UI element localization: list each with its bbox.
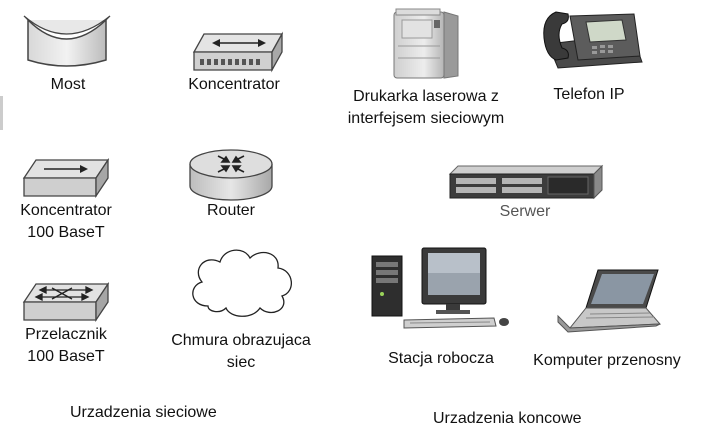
label-drukarka-line1: Drukarka laserowa z	[353, 88, 499, 105]
laptop-icon	[557, 269, 662, 333]
label-drukarka-line2: interfejsem sieciowym	[347, 110, 505, 127]
label-router: Router	[206, 202, 256, 219]
hub-100-icon	[22, 157, 110, 199]
section-label-end: Urzadzenia koncowe	[433, 410, 582, 427]
switch-icon	[22, 281, 110, 323]
label-koncentrator: Koncentrator	[188, 76, 280, 93]
router-icon	[189, 149, 273, 201]
label-telefon: Telefon IP	[553, 86, 625, 103]
workstation-icon	[371, 247, 509, 329]
label-serwer: Serwer	[499, 203, 551, 220]
ip-phone-icon	[543, 11, 643, 69]
section-label-network: Urzadzenia sieciowe	[70, 404, 217, 421]
label-chmura-line1: Chmura obrazujaca	[171, 332, 311, 349]
label-chmura-line2: siec	[226, 354, 256, 371]
left-edge-mark	[0, 96, 3, 130]
bridge-icon	[23, 15, 111, 67]
label-przelacznik-line1: Przelacznik	[25, 326, 107, 343]
label-przelacznik-line2: 100 BaseT	[27, 348, 105, 365]
printer-icon	[393, 8, 459, 79]
server-icon	[448, 164, 604, 200]
label-most: Most	[50, 76, 86, 93]
label-koncentrator-100-line2: 100 BaseT	[27, 224, 105, 241]
label-koncentrator-100-line1: Koncentrator	[20, 202, 112, 219]
label-stacja: Stacja robocza	[388, 350, 494, 367]
cloud-icon	[192, 249, 292, 317]
label-komputer: Komputer przenosny	[533, 352, 681, 369]
hub-icon	[192, 31, 284, 73]
